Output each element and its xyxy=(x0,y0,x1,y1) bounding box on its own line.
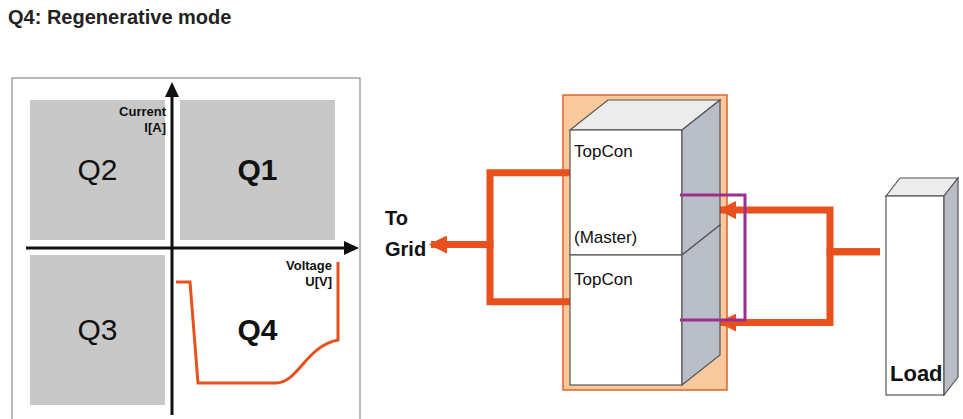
node-text: Q3 xyxy=(77,313,117,348)
voltage-axis xyxy=(26,247,348,250)
box-front-face xyxy=(570,130,682,255)
axis-label: Voltage U[V] xyxy=(286,258,332,291)
cabinet-enclosure xyxy=(563,95,727,390)
node-text: Q1 xyxy=(237,153,277,188)
box-side-face xyxy=(944,178,958,395)
grid-terminal: To Grid xyxy=(385,203,426,265)
power-flow-arrow xyxy=(431,245,570,302)
master-link-wire xyxy=(680,195,745,320)
node-text: TopCon xyxy=(574,142,633,162)
node-text: TopCon xyxy=(574,270,633,290)
axis-arrowhead xyxy=(344,241,359,255)
controller-unit: TopCon xyxy=(570,225,720,385)
node-text: To Grid xyxy=(385,203,426,265)
box-outline xyxy=(570,225,720,385)
load-unit: Load xyxy=(886,178,958,395)
chart-frame xyxy=(12,78,360,419)
controller-unit: TopCon (Master) xyxy=(570,100,720,255)
box-front-face xyxy=(886,196,944,395)
node-text: (Master) xyxy=(574,228,637,248)
current-axis xyxy=(171,94,174,415)
node-text: Load xyxy=(890,361,943,386)
quadrant-cell: Q3 xyxy=(30,255,165,405)
box-front-face xyxy=(570,255,682,385)
axis-arrowhead xyxy=(165,82,179,97)
node-text: Q2 xyxy=(77,153,117,188)
page-title: Q4: Regenerative mode xyxy=(8,6,231,29)
quadrant-cell: Q1 xyxy=(180,100,335,240)
box-side-face xyxy=(682,225,720,385)
node-text: Q4 xyxy=(237,313,277,348)
axis-label: Current I[A] xyxy=(119,104,166,137)
power-flow-arrow xyxy=(431,173,570,245)
